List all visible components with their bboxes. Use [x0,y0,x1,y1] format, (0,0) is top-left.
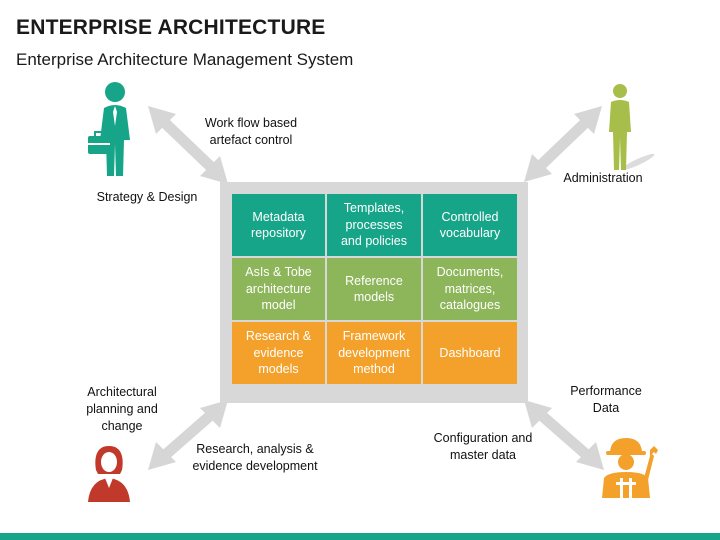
page-title: ENTERPRISE ARCHITECTURE [16,16,326,39]
grid-cell-framework-development: Framework development method [327,322,421,384]
grid-cell-dashboard: Dashboard [423,322,517,384]
page-subtitle: Enterprise Architecture Management Syste… [16,50,354,69]
grid-cell-templates-processes: Templates, processes and policies [327,194,421,256]
businessman-icon [88,82,130,176]
grid-cell-research-evidence-models: Research & evidence models [232,322,325,384]
architecture-grid: Metadata repository Templates, processes… [220,182,528,403]
label-research-analysis: Research, analysis & evidence developmen… [192,442,318,473]
label-strategy-design: Strategy & Design [96,190,198,204]
label-configuration-master-data: Configuration and master data [433,431,533,462]
label-architectural-planning: Architectural planning and change [86,385,158,433]
grid-cell-documents-matrices: Documents, matrices, catalogues [423,258,517,320]
label-performance-data: Performance Data [570,384,642,415]
arrow-bottom-right [524,400,604,470]
label-administration: Administration [563,171,643,185]
grid-cell-controlled-vocabulary: Controlled vocabulary [423,194,517,256]
grid-cell-reference-models: Reference models [327,258,421,320]
grid-cell-metadata-repository: Metadata repository [232,194,325,256]
arrow-bottom-left [148,400,228,470]
woman-icon [88,446,130,502]
grid-cell-asis-tobe-model: AsIs & Tobe architecture model [232,258,325,320]
bottom-accent-bar [0,533,720,540]
engineer-icon [602,438,658,498]
label-workflow-artefact-control: Work flow based artefact control [204,116,298,147]
man-standing-icon [609,84,655,171]
arrow-top-right [524,106,602,182]
arrow-top-left [148,106,228,184]
